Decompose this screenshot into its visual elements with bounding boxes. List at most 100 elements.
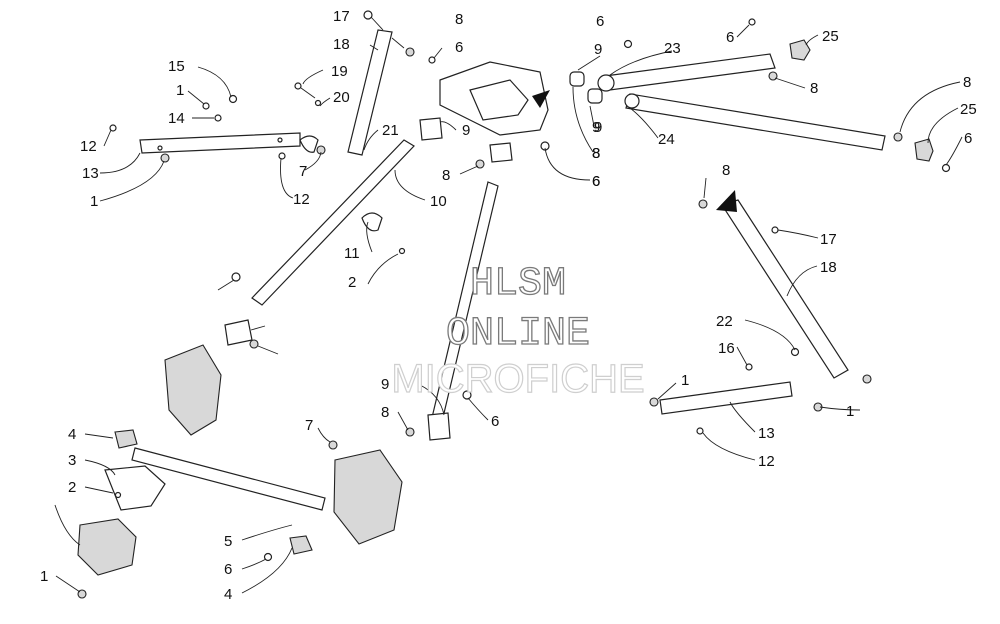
callout-label: 9 xyxy=(462,122,470,139)
callout-label: 23 xyxy=(664,40,681,57)
bracket-left-casting xyxy=(164,344,222,436)
center-mount-detail xyxy=(469,79,529,121)
washer-14 xyxy=(214,114,222,122)
callout-label: 24 xyxy=(658,131,675,148)
bolt-12-left xyxy=(109,124,117,132)
bolt-22 xyxy=(790,347,800,357)
bolt-15 xyxy=(228,94,238,104)
callout-label: 1 xyxy=(40,568,48,585)
callout-label: 9 xyxy=(592,119,600,136)
callout-label: 25 xyxy=(822,28,839,45)
callout-label: 8 xyxy=(722,162,730,179)
bracket-right-casting xyxy=(333,449,403,545)
callout-label: 8 xyxy=(810,80,818,97)
tube-10-main xyxy=(251,139,415,306)
callout-label: 6 xyxy=(491,413,499,430)
callout-label: 8 xyxy=(381,404,389,421)
callout-label: 12 xyxy=(80,138,97,155)
callout-label: 15 xyxy=(168,58,185,75)
callout-label: 12 xyxy=(293,191,310,208)
leader-lines xyxy=(55,24,963,594)
hole-13b xyxy=(277,137,283,143)
bracket-13-left xyxy=(139,132,301,154)
bracket-13-right xyxy=(659,381,793,415)
callout-label: 9 xyxy=(594,41,602,58)
nut-8-upper xyxy=(405,47,415,57)
clip-7-left xyxy=(299,135,319,153)
callout-label: 6 xyxy=(455,39,463,56)
actuator-wire xyxy=(54,504,81,546)
bolt-16 xyxy=(745,363,753,371)
bolt-6-top xyxy=(428,56,436,64)
callout-label: 12 xyxy=(758,453,775,470)
callout-label: 19 xyxy=(331,63,348,80)
nut-8-left xyxy=(249,339,259,349)
callout-label: 5 xyxy=(224,533,232,550)
bolt-17-upper xyxy=(363,10,373,20)
callout-label: 6 xyxy=(596,13,604,30)
hole-13a xyxy=(157,145,163,151)
callout-label: 25 xyxy=(960,101,977,118)
bolt-12-right xyxy=(696,427,704,435)
bushing-9-b xyxy=(587,88,603,104)
callout-label: 1 xyxy=(846,403,854,420)
callout-label: 8 xyxy=(592,145,600,162)
crossbar-5 xyxy=(131,447,326,511)
callout-label: 1 xyxy=(90,193,98,210)
nut-8-24 xyxy=(893,132,903,142)
watermark-line-3: MICROFICHE xyxy=(391,357,644,401)
callout-label: 18 xyxy=(333,36,350,53)
nut-1-left xyxy=(160,153,170,163)
callout-label: 6 xyxy=(224,561,232,578)
bolt-6-low xyxy=(462,390,472,400)
strap-18-upper xyxy=(347,29,393,156)
clamp-9-low xyxy=(427,412,451,441)
tube-9-clamp-upper xyxy=(419,117,443,141)
clamp-11 xyxy=(361,212,383,232)
callout-label: 3 xyxy=(68,452,76,469)
bolt-6-left xyxy=(231,272,241,282)
clip-4-upper xyxy=(114,429,138,449)
arrow-marker-top xyxy=(532,90,550,108)
callout-label: 2 xyxy=(348,274,356,291)
tube-23 xyxy=(604,53,776,91)
callout-label: 18 xyxy=(820,259,837,276)
nut-8-23 xyxy=(768,71,778,81)
callout-label: 9 xyxy=(381,376,389,393)
pin-20 xyxy=(314,99,322,107)
callout-label: 7 xyxy=(305,417,313,434)
bolt-6-23 xyxy=(623,39,633,49)
callout-label: 13 xyxy=(758,425,775,442)
tube-23-end xyxy=(597,74,615,92)
bolt-17-right xyxy=(771,226,779,234)
callout-label: 11 xyxy=(344,245,360,262)
actuator-assembly xyxy=(77,518,137,576)
callout-label: 17 xyxy=(820,231,837,248)
callout-label: 20 xyxy=(333,89,350,106)
callout-label: 8 xyxy=(455,11,463,28)
arrow-marker-right xyxy=(716,190,737,212)
cap-25-right xyxy=(914,138,934,162)
clip-4-lower xyxy=(289,535,313,555)
callout-label: 6 xyxy=(592,173,600,190)
callout-label: 22 xyxy=(716,313,733,330)
callout-label: 6 xyxy=(592,173,600,190)
bracket-3 xyxy=(104,465,166,511)
callout-label: 8 xyxy=(442,167,450,184)
callout-label: 10 xyxy=(430,193,447,210)
pin-2-center xyxy=(398,247,406,255)
bolt-6-24 xyxy=(941,163,951,173)
bolt-6-lower xyxy=(263,552,273,562)
callout-label: 13 xyxy=(82,165,99,182)
callout-label: 8 xyxy=(963,74,971,91)
bushing-9-a xyxy=(569,71,585,87)
bolt-19 xyxy=(294,82,302,90)
callout-label: 7 xyxy=(299,163,307,180)
callout-label: 1 xyxy=(681,372,689,389)
callout-label: 9 xyxy=(594,119,602,136)
watermark-line-2: ONLINE xyxy=(446,312,590,357)
callout-label: 4 xyxy=(68,426,76,443)
nut-8-right xyxy=(698,199,708,209)
callout-label: 2 xyxy=(68,479,76,496)
